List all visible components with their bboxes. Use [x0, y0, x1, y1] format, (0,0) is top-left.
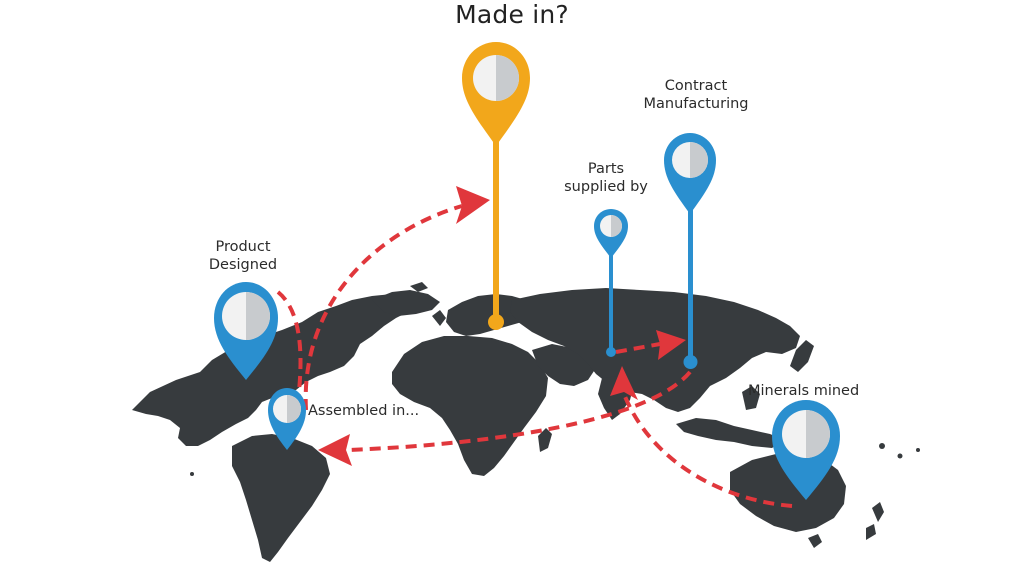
- arrow-head-icon: [318, 434, 352, 466]
- route-parts-to-contract: [615, 342, 661, 354]
- land-south-america: [232, 434, 330, 562]
- pin-minerals-mined: [772, 400, 840, 500]
- route-designed-to-assembled: [276, 290, 303, 401]
- pin-parts-supplied: [594, 209, 628, 357]
- pin-base-dot: [683, 355, 698, 369]
- land-greenland: [372, 290, 440, 316]
- label-line: supplied by: [564, 179, 648, 196]
- land-north-america: [132, 294, 420, 446]
- route-minerals-to-parts: [622, 393, 793, 508]
- label-line: Product: [215, 239, 271, 255]
- arrow-head-icon: [456, 186, 490, 224]
- land-island: [879, 443, 885, 449]
- label-product-designed: Product Designed: [200, 238, 286, 274]
- land-madagascar: [538, 428, 552, 452]
- pin-stem: [493, 120, 499, 322]
- label-line: Manufacturing: [643, 96, 749, 113]
- pin-stem: [609, 246, 613, 352]
- land-masses: [132, 282, 920, 562]
- pin-inner-shade: [611, 215, 622, 237]
- land-uk: [432, 310, 446, 326]
- pin-inner-shade: [806, 410, 830, 458]
- label-line: Designed: [208, 257, 278, 274]
- land-island: [897, 453, 903, 459]
- land-philippines: [742, 386, 760, 410]
- pin-made-in: [462, 42, 530, 330]
- pin-assembled-in: [268, 388, 306, 450]
- land-japan: [790, 340, 814, 372]
- label-assembled-in: Assembled in...: [308, 403, 420, 419]
- pin-base-dot: [488, 314, 504, 330]
- land-new-zealand: [866, 502, 884, 540]
- page-title: Made in?: [455, 0, 569, 29]
- pin-inner-shade: [496, 55, 519, 101]
- label-line: Parts: [587, 161, 625, 177]
- pin-contract-manufacturing: [664, 133, 716, 369]
- pin-product-designed: [214, 282, 278, 380]
- route-assembled-to-made: [303, 204, 463, 411]
- pin-inner-shade: [287, 395, 301, 423]
- pin-stem: [688, 196, 693, 362]
- land-iceland: [410, 282, 428, 292]
- land-island: [190, 472, 194, 476]
- arrow-head-icon: [610, 366, 638, 400]
- supply-routes: [276, 204, 793, 508]
- pin-inner-shade: [246, 292, 270, 340]
- land-tasmania: [808, 534, 822, 548]
- arrow-head-icon: [656, 330, 686, 360]
- arrow-heads: [318, 186, 686, 466]
- pin-inner-shade: [690, 142, 708, 178]
- land-asia: [510, 288, 800, 412]
- label-minerals-mined: Minerals mined: [748, 383, 860, 399]
- route-contract-to-assembled: [347, 370, 692, 452]
- label-contract-manufacturing: Contract Manufacturing: [634, 77, 758, 113]
- land-africa: [392, 336, 548, 476]
- label-parts-supplied: Parts supplied by: [556, 160, 656, 196]
- label-line: Contract: [664, 78, 728, 94]
- land-indonesia: [676, 418, 784, 448]
- pin-base-dot: [606, 347, 616, 357]
- land-island: [916, 448, 920, 452]
